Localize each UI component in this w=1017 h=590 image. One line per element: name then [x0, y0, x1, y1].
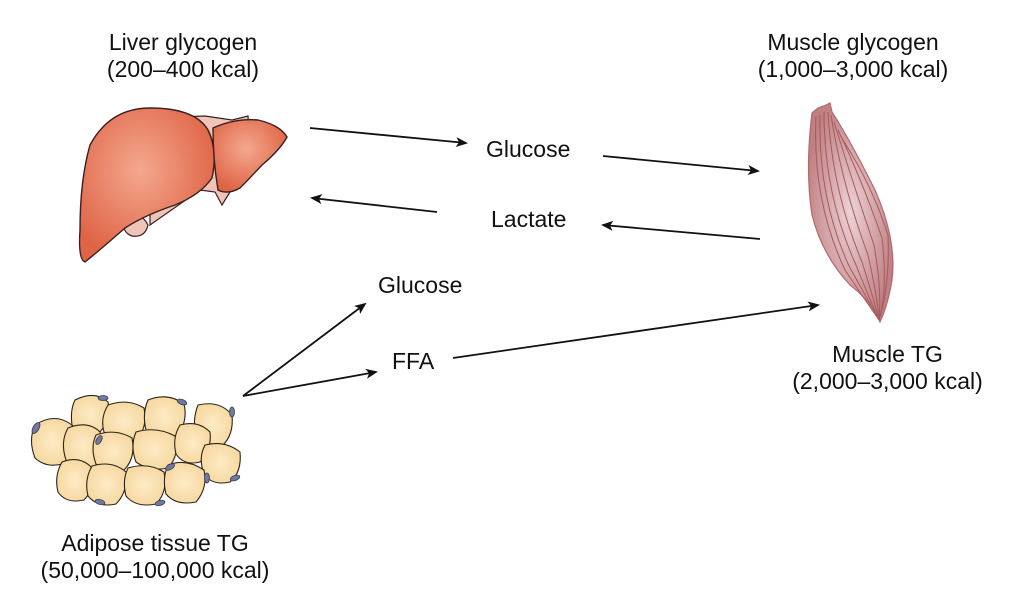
flow-label-lactate: Lactate — [491, 206, 567, 232]
arrow-lactate-to-liver — [310, 194, 438, 213]
muscle-glycogen-label: Muscle glycogen (1,000–3,000 kcal) — [728, 29, 978, 83]
muscle-tg-capacity: (2,000–3,000 kcal) — [792, 368, 983, 394]
arrow-liver-to-glucose — [309, 127, 468, 148]
flow-label-adipose-glucose: Glucose — [378, 272, 463, 298]
muscle-belly — [807, 102, 894, 324]
liver-right-lobe — [78, 107, 215, 263]
arrows — [242, 127, 820, 397]
adipocyte — [200, 443, 241, 484]
muscle-fibers — [815, 111, 889, 321]
adipose-tg-label: Adipose tissue TG (50,000–100,000 kcal) — [14, 530, 296, 584]
adipocyte — [163, 461, 206, 504]
muscle-illustration — [807, 102, 894, 324]
liver-glycogen-label: Liver glycogen (200–400 kcal) — [93, 29, 273, 83]
arrow-adipose-to-glucose — [242, 302, 367, 397]
liver-illustration — [78, 107, 288, 263]
adipocyte — [174, 423, 211, 464]
liver-left-lobe — [212, 118, 288, 193]
muscle-tg-label: Muscle TG (2,000–3,000 kcal) — [765, 341, 1010, 395]
muscle-glycogen-name: Muscle glycogen — [767, 29, 939, 55]
arrow-glucose-to-muscle — [602, 155, 760, 176]
muscle-tg-name: Muscle TG — [832, 341, 943, 367]
arrow-ffa-to-muscle — [452, 301, 820, 359]
arrow-muscle-to-lactate — [601, 220, 761, 240]
liver-glycogen-name: Liver glycogen — [108, 29, 258, 55]
muscle-glycogen-capacity: (1,000–3,000 kcal) — [757, 56, 949, 82]
adipocyte — [123, 465, 166, 506]
liver-glycogen-capacity: (200–400 kcal) — [106, 56, 260, 82]
adipocyte — [86, 463, 127, 506]
adipose-tg-capacity: (50,000–100,000 kcal) — [40, 557, 270, 583]
adipocyte — [132, 429, 177, 470]
arrow-adipose-to-ffa — [242, 368, 378, 397]
adipose-tg-name: Adipose tissue TG — [61, 530, 249, 556]
flow-label-ffa: FFA — [392, 348, 435, 374]
adipose-illustration — [30, 394, 241, 507]
adipocyte — [56, 459, 94, 502]
nuclei — [31, 395, 241, 507]
flow-label-liver-glucose: Glucose — [486, 136, 571, 162]
